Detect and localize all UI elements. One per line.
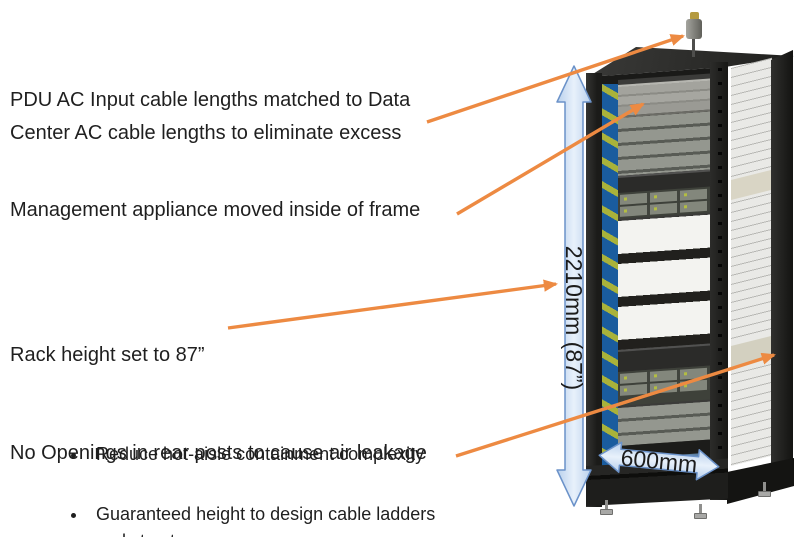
rack-rear-post xyxy=(771,50,793,484)
annotation-pdu-cable-lengths: PDU AC Input cable lengths matched to Da… xyxy=(10,89,411,144)
bullet-cable-ladders: Guaranteed height to design cable ladder… xyxy=(88,501,490,537)
filler-panels-bottom xyxy=(618,401,712,446)
annotation-management-appliance: Management appliance moved inside of fra… xyxy=(10,199,421,221)
antenna-sensor-stem xyxy=(692,39,695,57)
annotation-rack-height: Rack height set to 87” Reduce hot-aisle … xyxy=(10,306,490,537)
side-shelf-edge-lower xyxy=(731,335,772,368)
server-unit-lower xyxy=(618,365,712,406)
leveling-foot xyxy=(694,504,707,519)
antenna-sensor-body xyxy=(686,19,702,39)
side-shelf-edge-upper xyxy=(731,169,772,200)
rack-front-left-post xyxy=(586,73,602,507)
rack-interior xyxy=(618,73,712,472)
rack-side-cable-fingers xyxy=(731,57,772,466)
rack-height-bullet-list: Reduce hot-aisle containment complexity … xyxy=(10,408,490,537)
height-dimension-label: 2210mm (87”) xyxy=(561,246,587,390)
filler-panels-upper xyxy=(618,111,712,176)
leveling-foot xyxy=(758,482,771,497)
rack-front-right-post xyxy=(710,62,728,500)
server-unit-upper xyxy=(618,186,712,219)
rack-base-front xyxy=(586,458,728,506)
bullet-containment: Reduce hot-aisle containment complexity xyxy=(88,441,490,468)
rack-open-bays xyxy=(618,214,712,350)
annotation-no-openings: No Openings in rear posts to cause air l… xyxy=(10,442,427,464)
annotation-rack-height-heading: Rack height set to 87” xyxy=(10,344,205,366)
leveling-foot xyxy=(600,500,613,515)
antenna-sensor-tip xyxy=(690,12,699,20)
rack-base-side xyxy=(727,458,794,504)
